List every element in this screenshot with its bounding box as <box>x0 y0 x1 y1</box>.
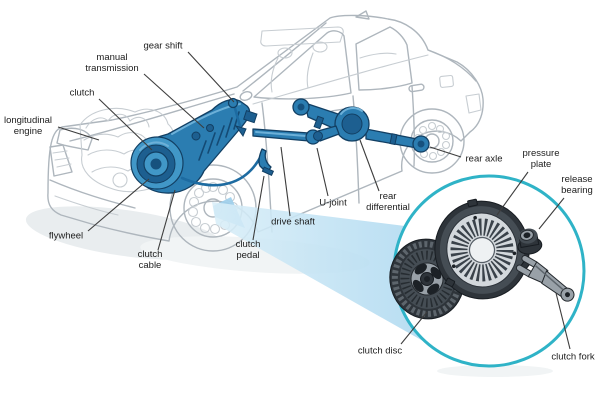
fuel-door <box>439 74 454 88</box>
transmission-graphic <box>130 98 258 194</box>
leader-line-clutch-pedal <box>252 175 265 241</box>
magnifier-detail <box>389 174 586 377</box>
rear-window <box>355 26 413 91</box>
sunroof <box>260 26 344 47</box>
leader-line-clutch-disc <box>400 311 428 345</box>
beam-cone <box>212 202 423 341</box>
leader-line-drive-shaft <box>280 146 291 217</box>
release-bearing-graphic <box>517 228 543 255</box>
leader-line-longitudinal-engine <box>57 126 100 141</box>
interior-seats-sketch <box>270 41 397 93</box>
rear-axle-graphic <box>292 98 430 153</box>
leader-line-pressure-plate <box>496 171 529 216</box>
front-window <box>253 30 352 100</box>
pressure-plate-graphic <box>434 198 531 300</box>
leader-line-flywheel <box>87 178 150 232</box>
leader-line-clutch-cable <box>157 189 176 251</box>
drivetrain-assembly <box>130 97 430 194</box>
rear-door-handle <box>408 83 425 93</box>
gear-shift-graphic <box>227 97 247 138</box>
flywheel-graphic <box>130 136 184 190</box>
leader-line-manual-transmission <box>143 73 205 129</box>
leader-lines <box>57 51 571 350</box>
clutch-pedal-graphic <box>258 148 275 176</box>
leader-line-clutch <box>98 98 153 151</box>
leader-line-gear-shift <box>187 51 235 103</box>
leader-line-rear-differential <box>359 139 380 192</box>
magnifier-beam <box>212 197 423 341</box>
clutch-cable-graphic <box>180 154 263 187</box>
leader-line-clutch-fork <box>555 292 571 350</box>
side-mirror <box>239 91 253 101</box>
leader-line-u-joint <box>316 147 329 197</box>
drive-shaft-graphic <box>252 125 340 145</box>
clutch-fork-graphic <box>515 255 575 302</box>
leader-line-release-bearing <box>538 197 565 230</box>
leader-line-rear-axle <box>429 146 462 158</box>
tail-lamp <box>465 93 482 114</box>
grille <box>49 144 73 177</box>
antenna-fin <box>355 10 370 20</box>
car-body-outline <box>47 14 484 242</box>
